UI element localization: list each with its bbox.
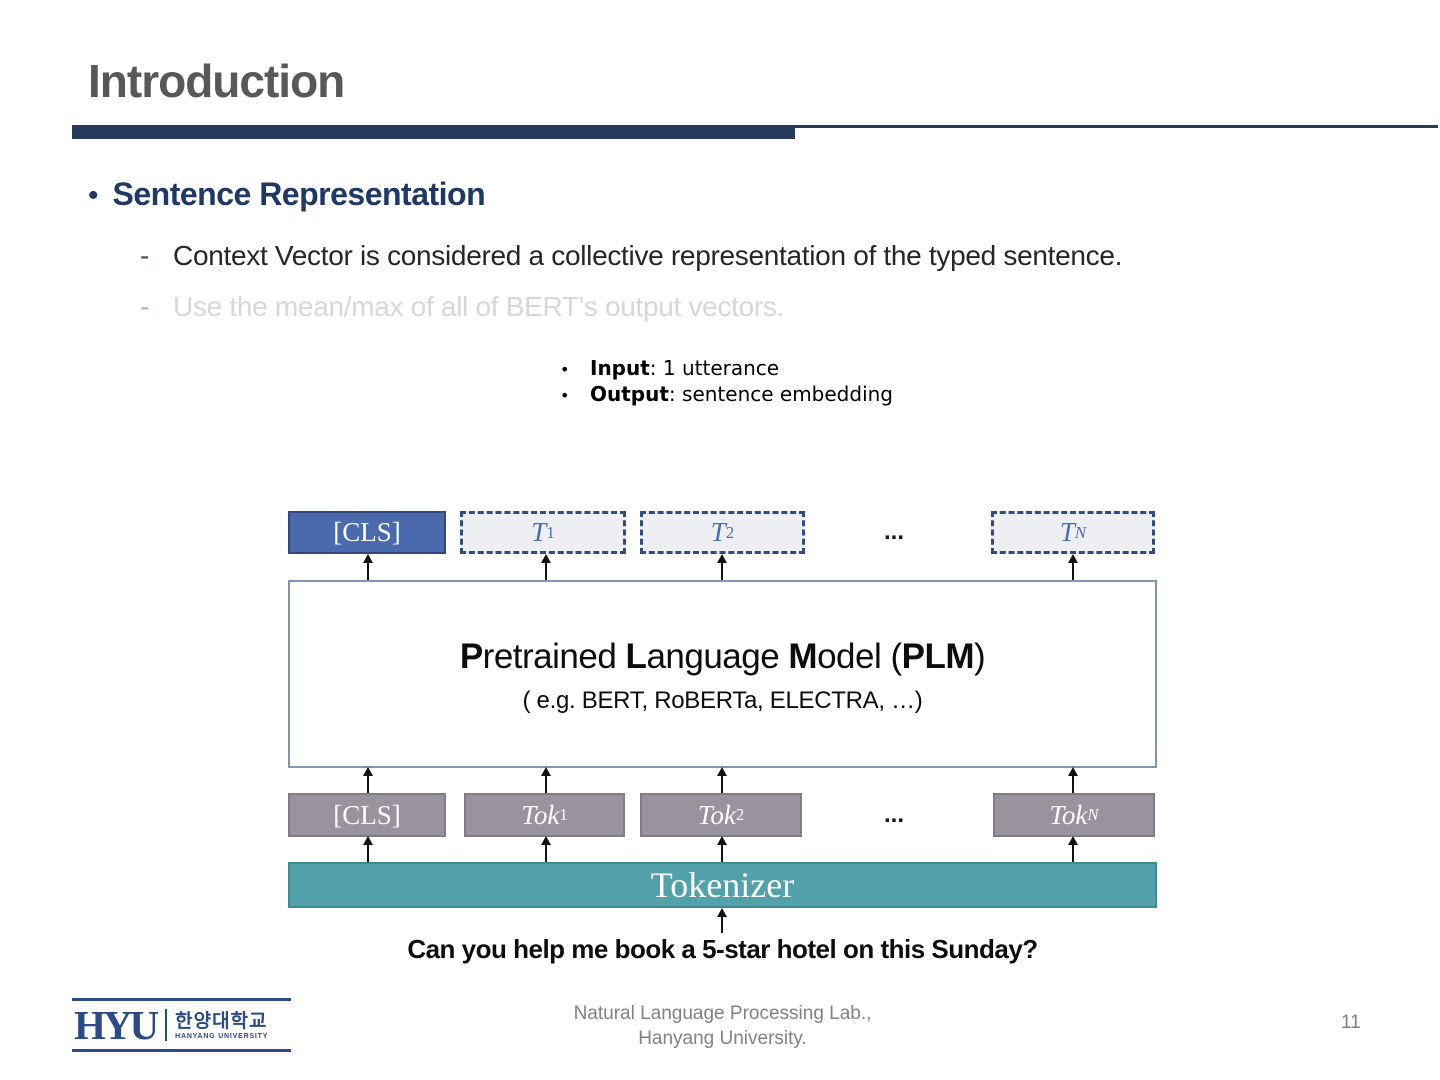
plm-title-seg: PLM <box>901 637 975 676</box>
plm-title: Pretrained Language Model (PLM) <box>459 637 986 677</box>
plm-title-seg: M <box>788 637 818 676</box>
tokn-label: Tok <box>1049 799 1088 830</box>
bullet-dot: • <box>560 360 570 379</box>
ellipsis-output-row: ... <box>884 518 905 545</box>
plm-title-seg: P <box>459 637 483 676</box>
sub-bullet-dash: - <box>140 240 150 271</box>
page-title: Introduction <box>88 55 345 107</box>
footer-lab-line2: Hanyang University. <box>638 1028 807 1049</box>
sub-bullet-mean-max: - Use the mean/max of all of BERT's outp… <box>140 291 784 323</box>
arrow-up-icon <box>363 767 373 793</box>
arrow-up-icon <box>1068 767 1078 793</box>
title-underline-thin <box>795 125 1438 128</box>
plm-box: Pretrained Language Model (PLM) ( e.g. B… <box>288 580 1157 768</box>
logo-divider <box>165 1009 168 1041</box>
cls-output-box: [CLS] <box>288 511 446 554</box>
arrow-up-icon <box>717 554 727 580</box>
tokenizer-bar: Tokenizer <box>288 862 1157 908</box>
logo-text-block: 한양대학교 HANYANG UNIVERSITY <box>175 1011 268 1040</box>
t2-label: T <box>710 517 726 547</box>
bullet-dot: • <box>88 179 99 212</box>
ellipsis-input-row: ... <box>884 801 905 828</box>
arrow-up-icon <box>541 554 551 580</box>
io-output-row: • Output : sentence embedding <box>560 382 893 408</box>
sub-bullet-text: Context Vector is considered a collectiv… <box>173 240 1123 271</box>
footer-lab-line1: Natural Language Processing Lab., <box>573 1003 872 1024</box>
arrow-up-icon <box>363 554 373 580</box>
title-underline-thick <box>72 125 795 139</box>
input-sentence: Can you help me book a 5-star hotel on t… <box>407 934 1038 964</box>
arrow-up-icon <box>717 767 727 793</box>
logo-english-name: HANYANG UNIVERSITY <box>175 1032 269 1040</box>
hyu-logo-acronym: HYU <box>74 1002 159 1048</box>
plm-title-seg: retrained <box>482 637 626 676</box>
t1-label: T <box>531 517 547 547</box>
sub-bullet-context-vector: - Context Vector is considered a collect… <box>140 240 1122 272</box>
io-input-label: Input <box>590 356 650 380</box>
arrow-up-icon <box>1068 554 1078 580</box>
arrow-up-icon <box>541 836 551 862</box>
io-output-value: : sentence embedding <box>668 382 894 406</box>
bullet-dot: • <box>560 386 570 405</box>
footer-lab-name: Natural Language Processing Lab., Hanyan… <box>400 1001 1045 1051</box>
plm-title-seg: odel ( <box>817 637 902 676</box>
cls-input-box: [CLS] <box>288 793 446 837</box>
bullet-heading-label: Sentence Representation <box>112 176 486 212</box>
logo-korean-name: 한양대학교 <box>175 1010 268 1032</box>
arrow-up-icon <box>1068 836 1078 862</box>
tok1-label: Tok <box>521 799 560 830</box>
plm-title-seg: ) <box>974 637 986 676</box>
hyu-logo: HYU 한양대학교 HANYANG UNIVERSITY <box>72 998 291 1052</box>
io-input-value: : 1 utterance <box>649 356 780 380</box>
arrow-up-icon <box>541 767 551 793</box>
arrow-up-icon <box>717 836 727 862</box>
plm-title-seg: L <box>625 637 647 676</box>
arrow-up-icon <box>363 836 373 862</box>
tok2-label: Tok <box>697 799 736 830</box>
arrow-up-icon <box>717 908 727 933</box>
io-note: • Input : 1 utterance • Output : sentenc… <box>560 356 893 408</box>
page-number: 11 <box>1341 1012 1361 1033</box>
io-input-row: • Input : 1 utterance <box>560 356 893 382</box>
io-output-label: Output <box>590 382 669 406</box>
sub-bullet-text: Use the mean/max of all of BERT's output… <box>173 291 785 322</box>
bullet-heading: • Sentence Representation <box>88 176 486 213</box>
plm-subtitle: ( e.g. BERT, RoBERTa, ELECTRA, …) <box>522 687 923 714</box>
tn-label: T <box>1059 517 1075 547</box>
plm-title-seg: anguage <box>646 637 789 676</box>
sub-bullet-dash: - <box>140 291 150 322</box>
